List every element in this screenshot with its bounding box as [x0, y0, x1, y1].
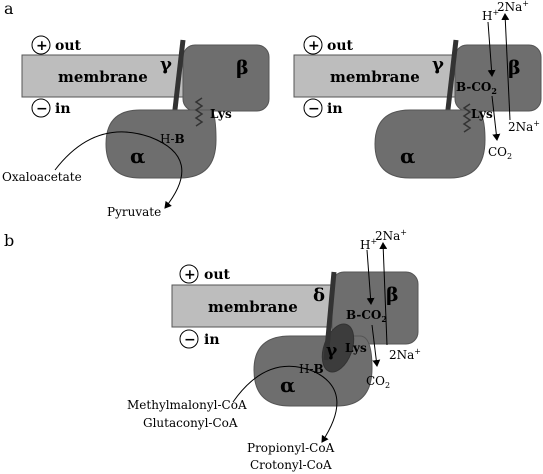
- biotin-linker: [194, 97, 204, 127]
- product-1-label: Propionyl-CoA: [247, 441, 335, 455]
- minus-circle: [303, 98, 323, 118]
- panel-b: + out − in membrane δ β γ α Lys H-B B-CO…: [127, 228, 421, 472]
- out-label: out: [327, 38, 354, 54]
- product-2-label: Crotonyl-CoA: [250, 458, 332, 472]
- plus-circle: [303, 35, 323, 55]
- beta-label: β: [508, 57, 521, 79]
- minus-sign: −: [308, 101, 320, 117]
- out-label: out: [55, 38, 82, 54]
- alpha-subunit: [374, 109, 486, 179]
- sodium-in-label: 2Na+: [389, 347, 421, 362]
- sodium-out-label: 2Na+: [497, 0, 529, 14]
- membrane-label: membrane: [208, 298, 298, 316]
- membrane-label: membrane: [330, 68, 420, 86]
- beta-subunit: [454, 44, 542, 112]
- bco2-label: B-CO2: [346, 308, 387, 324]
- lys-label: Lys: [345, 341, 367, 355]
- co2-arrow: [371, 324, 381, 367]
- gamma-label: γ: [326, 341, 338, 361]
- gamma-label: γ: [160, 54, 172, 75]
- hb-label: H-B: [160, 132, 185, 146]
- plus-circle: [179, 264, 199, 284]
- gamma-label: γ: [432, 54, 444, 75]
- panel-b-label: b: [4, 231, 14, 250]
- in-label: in: [204, 332, 220, 348]
- proton-label: H+: [482, 8, 499, 23]
- out-label: out: [204, 267, 231, 283]
- in-label: in: [55, 101, 71, 117]
- alpha-label: α: [280, 373, 295, 397]
- lys-label: Lys: [210, 107, 232, 121]
- membrane-label: membrane: [58, 68, 148, 86]
- minus-circle: [179, 329, 199, 349]
- beta-label: β: [386, 284, 399, 306]
- gamma-helix: [444, 39, 459, 119]
- biotin-linker: [462, 103, 472, 133]
- sodium-out-label: 2Na+: [375, 228, 407, 243]
- minus-circle: [31, 98, 51, 118]
- substrate-label: Oxaloacetate: [2, 170, 82, 184]
- minus-sign: −: [184, 332, 196, 348]
- alpha-subunit: [105, 109, 217, 179]
- proton-arrow: [366, 249, 375, 305]
- sodium-in-label: 2Na+: [508, 119, 540, 134]
- panel-a-right: + out − in membrane γ β α Lys B-CO2 H+ 2…: [293, 0, 542, 179]
- panel-a-label: a: [4, 0, 14, 18]
- gamma-helix: [171, 39, 186, 119]
- reaction-arrow: [54, 131, 183, 209]
- sodium-arrow: [379, 242, 388, 346]
- proton-arrow: [487, 21, 496, 77]
- alpha-label: α: [130, 144, 145, 168]
- reaction-arrow: [232, 365, 338, 443]
- plus-circle: [31, 35, 51, 55]
- substrate-1-label: Methylmalonyl-CoA: [127, 398, 247, 412]
- minus-sign: −: [36, 101, 48, 117]
- co2-arrow: [491, 95, 501, 141]
- plus-sign: +: [184, 267, 196, 283]
- bco2-label: B-CO2: [456, 80, 497, 96]
- product-label: Pyruvate: [107, 205, 161, 219]
- hb-label: H-B: [299, 362, 324, 376]
- co2-label: CO2: [366, 374, 390, 390]
- proton-label: H+: [360, 237, 377, 252]
- beta-subunit: [182, 44, 270, 112]
- alpha-label: α: [400, 144, 415, 168]
- delta-label: δ: [313, 285, 325, 306]
- co2-label: CO2: [488, 145, 512, 161]
- delta-helix: [323, 271, 337, 361]
- in-label: in: [327, 101, 343, 117]
- plus-sign: +: [36, 38, 48, 54]
- substrate-2-label: Glutaconyl-CoA: [143, 416, 238, 430]
- beta-label: β: [236, 57, 249, 79]
- plus-sign: +: [308, 38, 320, 54]
- panel-a-left: + out − in membrane γ β α Lys H-B Oxaloa…: [2, 35, 270, 219]
- sodium-arrow: [501, 13, 511, 121]
- lys-label: Lys: [471, 107, 493, 121]
